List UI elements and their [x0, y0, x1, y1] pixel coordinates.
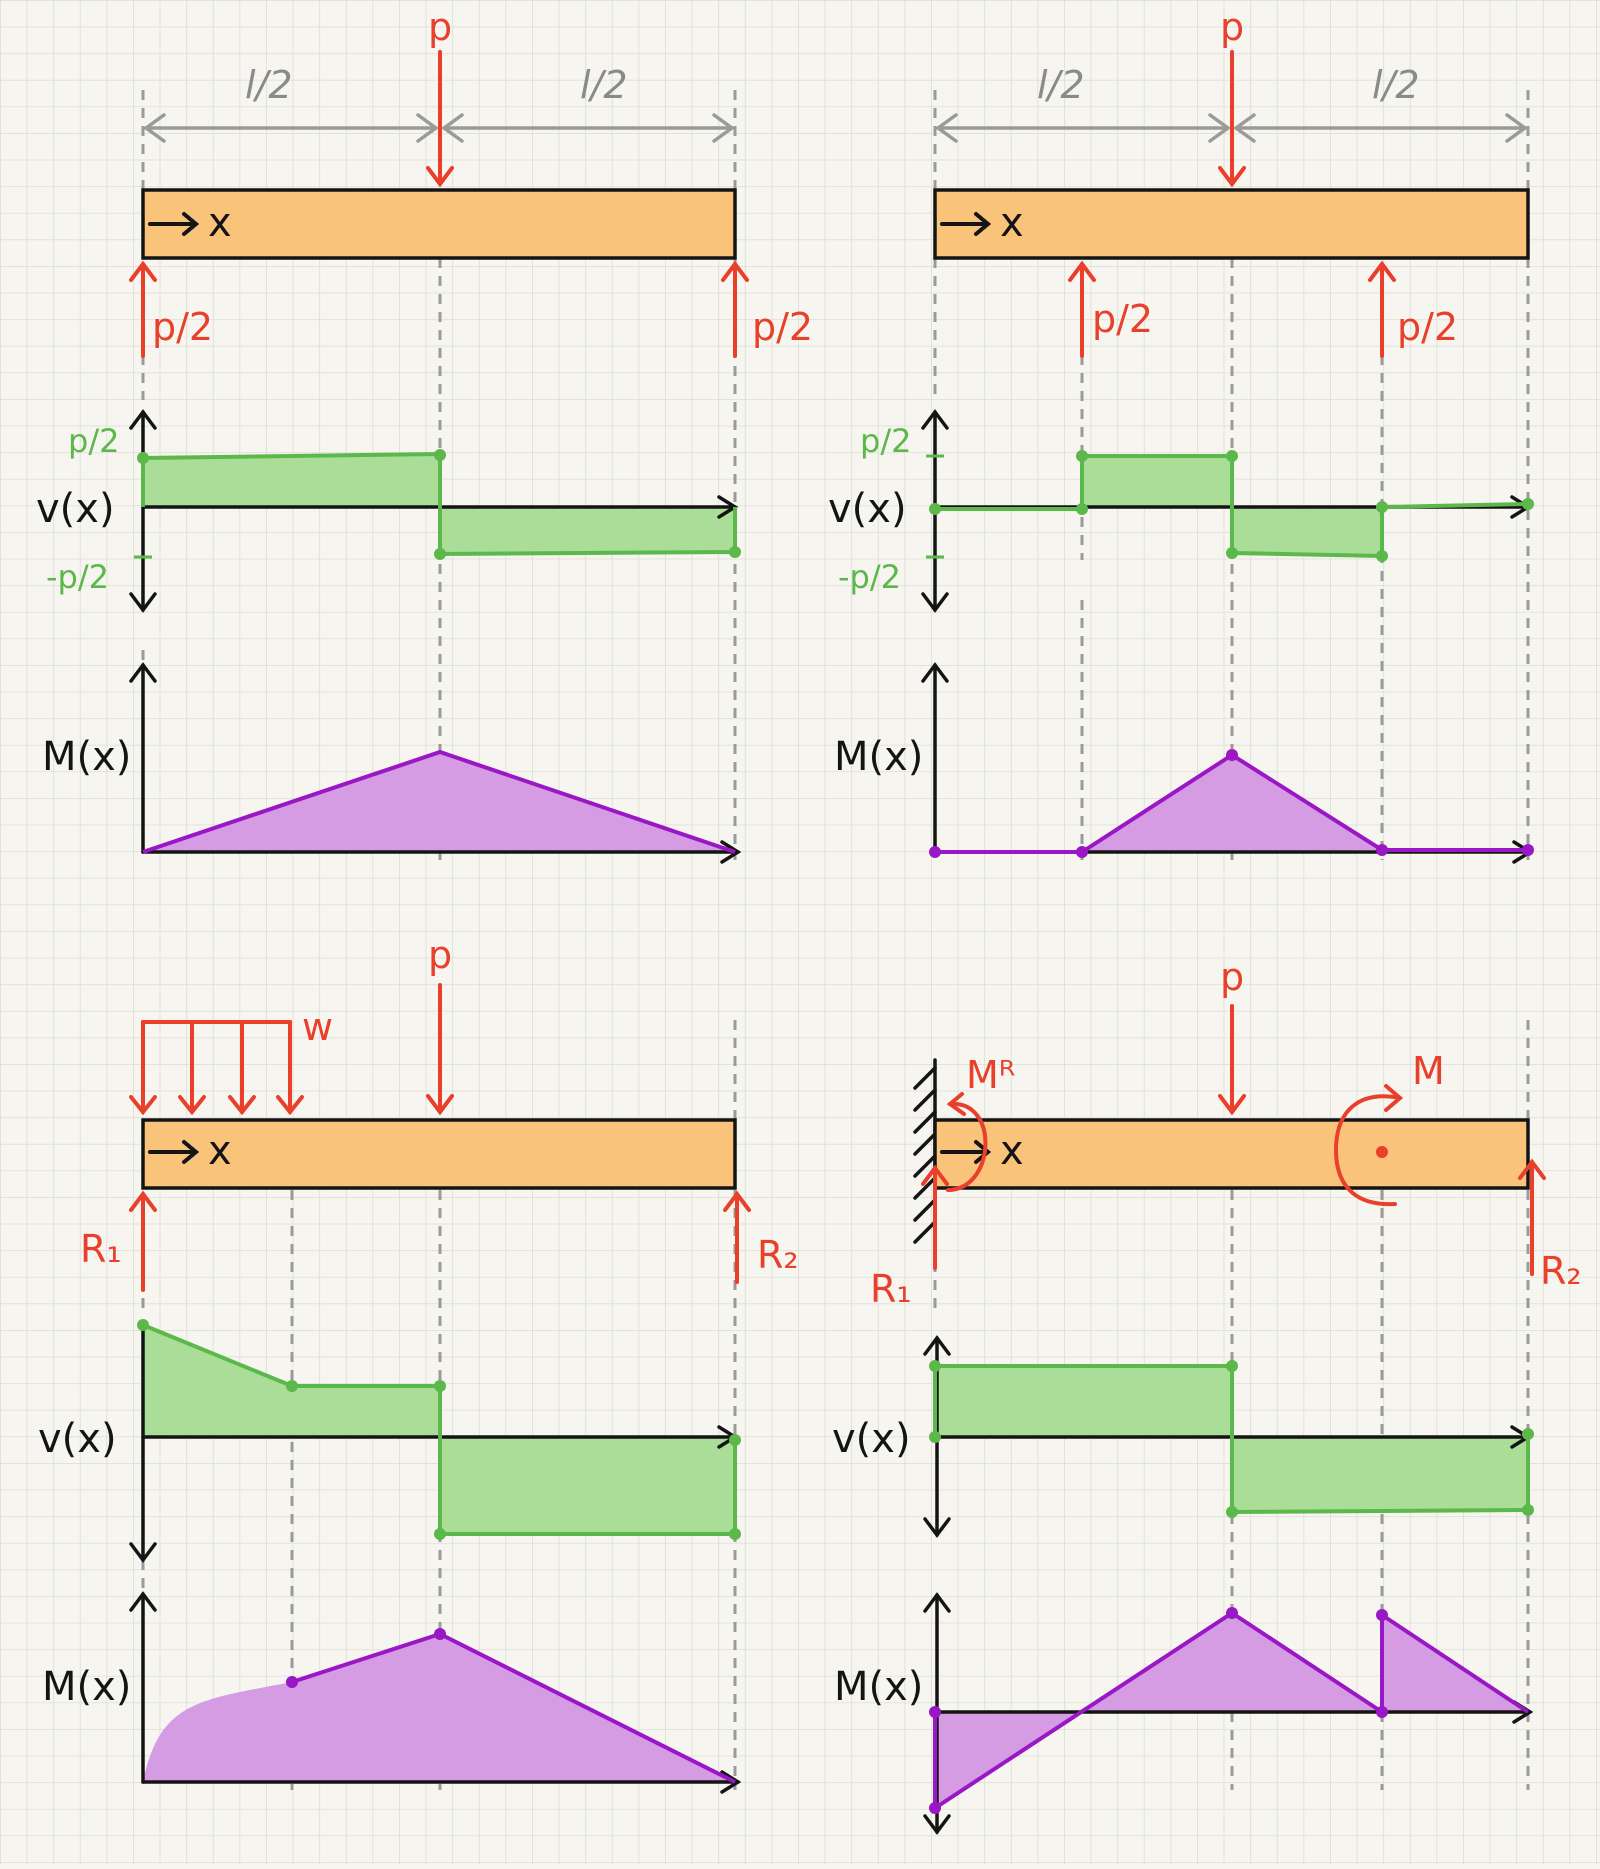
x-direction-arrow [940, 1140, 992, 1164]
point-load-label: p [1220, 955, 1244, 999]
guide-lines [141, 90, 737, 860]
moment-fill [143, 752, 735, 852]
moment-axis-label: M(x) [834, 1664, 923, 1710]
reaction-arrows [921, 1158, 1546, 1276]
reaction-left-label: p/2 [1092, 297, 1153, 341]
shear-points [929, 1360, 1534, 1518]
reaction-right-label: R₂ [1540, 1249, 1582, 1293]
shear-fill-negative [1232, 1437, 1528, 1512]
moment-fill [143, 1634, 735, 1782]
moment-line [142, 749, 736, 854]
moment-axes [129, 1591, 742, 1794]
shear-fill-negative [1232, 507, 1382, 556]
panel-overhang-supports-center-load: l/2 l/2 x p p/2 p/2 [828, 5, 1534, 864]
shear-axis-label: v(x) [36, 486, 115, 532]
beam [141, 188, 737, 260]
shear-axis-label: v(x) [828, 486, 907, 532]
shear-line [933, 1364, 1530, 1515]
shear-fill [143, 1325, 440, 1437]
panel-distributed-and-point-load: w p x R₁ R₂ [38, 933, 799, 1794]
shear-line [141, 451, 737, 557]
shear-points [929, 450, 1534, 562]
half-span-label-right: l/2 [580, 63, 628, 107]
moment-line [933, 1610, 1530, 1812]
x-direction-arrow [148, 212, 200, 236]
x-direction-arrow [148, 1140, 200, 1164]
moment-fill [1080, 1613, 1382, 1712]
moment-points [929, 749, 1534, 858]
x-direction-arrow [940, 212, 992, 236]
reaction-arrows [129, 260, 749, 358]
span-dimension [936, 113, 1527, 143]
reaction-left-label: R₁ [80, 1227, 122, 1271]
applied-moment-arrow [1333, 1094, 1402, 1207]
point-load-label: p [1220, 5, 1244, 49]
point-load-arrow [426, 983, 454, 1116]
x-axis-label: x [1000, 200, 1024, 246]
shear-fill [143, 454, 440, 507]
x-axis-label: x [1000, 1128, 1024, 1174]
applied-moment-point [1376, 1146, 1388, 1158]
reaction-arrows [1068, 260, 1396, 358]
point-load-arrow [426, 50, 454, 188]
point-load-arrow [1218, 50, 1246, 188]
shear-neg-label: -p/2 [46, 558, 109, 596]
x-axis-label: x [208, 1128, 232, 1174]
shear-line [142, 1323, 737, 1536]
beam [933, 188, 1530, 260]
shear-axis-label: v(x) [832, 1416, 911, 1462]
x-axis-label: x [208, 200, 232, 246]
fixed-moment-label: Mᴿ [966, 1053, 1015, 1097]
span-dimension [144, 113, 734, 143]
shear-points [137, 1319, 741, 1540]
half-span-label-right: l/2 [1372, 63, 1420, 107]
moment-axis-label: M(x) [834, 734, 923, 780]
shear-line [935, 454, 1529, 559]
point-load-label: p [428, 5, 452, 49]
half-span-label-left: l/2 [1037, 63, 1085, 107]
beam [933, 1118, 1530, 1190]
reaction-right-label: R₂ [757, 1233, 799, 1277]
shear-points [137, 449, 741, 560]
fixed-moment-arrowhead [946, 1092, 966, 1116]
applied-moment-label: M [1412, 1049, 1445, 1093]
fixed-moment-arrow [946, 1101, 988, 1192]
distributed-load [129, 1020, 304, 1116]
moment-axis-label: M(x) [42, 734, 131, 780]
moment-points [286, 1628, 446, 1688]
shear-neg-label: -p/2 [838, 558, 901, 596]
distributed-load-label: w [302, 1005, 333, 1049]
moment-axis-label: M(x) [42, 1664, 131, 1710]
shear-fill [935, 1366, 1232, 1437]
point-load-arrow [1218, 1004, 1246, 1116]
applied-moment-arrowhead [1384, 1084, 1404, 1112]
panel-simply-supported-center-load: l/2 l/2 x p p/2 p/2 [36, 5, 813, 864]
moment-points [929, 1607, 1388, 1814]
moment-axes [129, 662, 742, 864]
reaction-left-label: R₁ [870, 1267, 912, 1311]
guide-lines [933, 90, 1530, 860]
reaction-right-label: p/2 [1397, 305, 1458, 349]
reaction-right-label: p/2 [752, 305, 813, 349]
reaction-left-label: p/2 [152, 305, 213, 349]
shear-fill-negative [440, 1437, 735, 1534]
half-span-label-left: l/2 [245, 63, 293, 107]
beam [141, 1118, 737, 1190]
shear-fill [1082, 456, 1232, 507]
reaction-arrows [129, 1190, 751, 1292]
shear-axis-label: v(x) [38, 1416, 117, 1462]
panel-fixed-end-point-load-and-moment: x Mᴿ p M R₁ R₂ [832, 955, 1582, 1835]
shear-pos-label: p/2 [860, 422, 911, 460]
shear-fill-negative [440, 507, 735, 554]
moment-fill [1082, 755, 1382, 852]
point-load-label: p [428, 933, 452, 977]
shear-pos-label: p/2 [68, 422, 119, 460]
